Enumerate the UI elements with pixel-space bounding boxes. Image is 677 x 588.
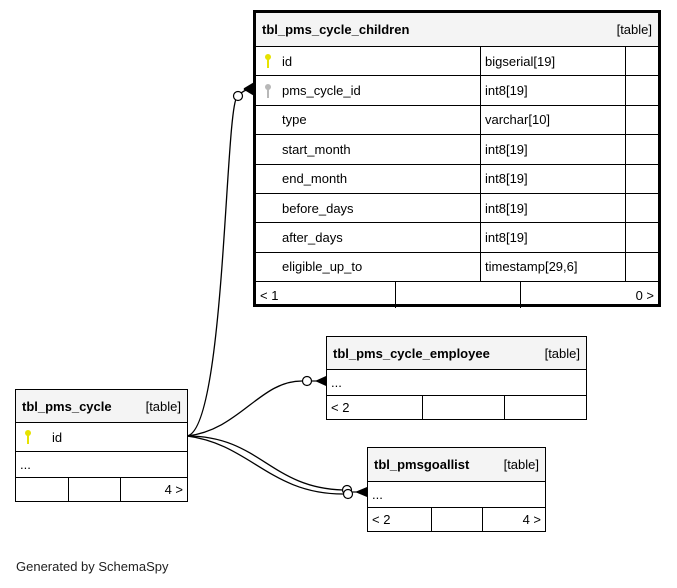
column-row[interactable]: end_month int8[19] bbox=[256, 163, 658, 193]
ellipsis: ... bbox=[20, 457, 31, 472]
table-header: tbl_pms_cycle [table] bbox=[16, 390, 187, 422]
column-name: before_days bbox=[282, 200, 354, 216]
zero-marker-employee bbox=[301, 375, 313, 387]
table-tbl-pms-cycle[interactable]: tbl_pms_cycle [table] id ... 4 > bbox=[15, 389, 188, 502]
column-type: int8[19] bbox=[481, 135, 626, 164]
table-name[interactable]: tbl_pms_cycle_children bbox=[262, 22, 410, 37]
relationship-line-goallist-1 bbox=[186, 435, 344, 491]
column-extra bbox=[626, 165, 658, 193]
column-type: int8[19] bbox=[481, 193, 626, 223]
column-extra bbox=[626, 47, 658, 75]
column-name: type bbox=[282, 112, 307, 128]
column-type: varchar[10] bbox=[481, 105, 626, 135]
column-row[interactable]: id bigserial[19] bbox=[256, 46, 658, 76]
primary-key-icon bbox=[264, 53, 274, 69]
column-row[interactable]: before_days int8[19] bbox=[256, 192, 658, 223]
column-extra bbox=[626, 253, 658, 281]
children-count[interactable] bbox=[505, 396, 586, 419]
table-kind: [table] bbox=[503, 457, 539, 472]
parents-count[interactable]: < 1 bbox=[256, 282, 396, 309]
children-count[interactable]: 0 > bbox=[635, 287, 654, 303]
parents-count[interactable]: < 2 bbox=[368, 508, 432, 531]
column-type: bigserial[19] bbox=[481, 47, 626, 76]
ellipsis-row: ... bbox=[327, 369, 586, 395]
ellipsis: ... bbox=[372, 487, 383, 502]
table-tbl-pms-cycle-children[interactable]: tbl_pms_cycle_children [table] id bigseri… bbox=[253, 10, 661, 309]
ellipsis: ... bbox=[331, 375, 342, 390]
table-name[interactable]: tbl_pms_cycle bbox=[22, 398, 112, 414]
column-name: start_month bbox=[282, 141, 351, 157]
table-header: tbl_pmsgoallist [table] bbox=[368, 448, 545, 481]
row-count bbox=[432, 508, 483, 531]
column-type: int8[19] bbox=[481, 223, 626, 252]
column-name: after_days bbox=[282, 230, 343, 246]
ellipsis-row: ... bbox=[16, 451, 187, 477]
ellipsis-row: ... bbox=[368, 481, 545, 507]
column-row[interactable]: start_month int8[19] bbox=[256, 134, 658, 164]
column-row[interactable]: type varchar[10] bbox=[256, 104, 658, 135]
relationship-line-children bbox=[186, 96, 238, 437]
foreign-key-icon bbox=[264, 83, 274, 99]
column-name: eligible_up_to bbox=[282, 259, 363, 275]
table-footer: < 2 4 > bbox=[368, 507, 545, 531]
column-extra bbox=[626, 106, 658, 134]
column-name: pms_cycle_id bbox=[282, 83, 361, 99]
column-extra bbox=[626, 223, 658, 251]
table-name[interactable]: tbl_pmsgoallist bbox=[374, 457, 470, 472]
column-type: int8[19] bbox=[481, 76, 626, 105]
zero-marker-goallist-2 bbox=[342, 488, 354, 500]
column-row[interactable]: eligible_up_to timestamp[29,6] bbox=[256, 251, 658, 282]
children-count[interactable]: 4 > bbox=[164, 482, 183, 497]
table-tbl-pms-cycle-employee[interactable]: tbl_pms_cycle_employee [table] ... < 2 bbox=[326, 336, 587, 420]
table-footer: 4 > bbox=[16, 477, 187, 501]
column-row[interactable]: after_days int8[19] bbox=[256, 222, 658, 252]
table-footer: < 2 bbox=[327, 395, 586, 419]
column-type: int8[19] bbox=[481, 164, 626, 193]
generated-by-label: Generated by SchemaSpy bbox=[16, 559, 169, 574]
relationship-line-goallist-2 bbox=[186, 435, 344, 495]
primary-key-icon bbox=[24, 429, 34, 445]
parents-count[interactable] bbox=[16, 478, 69, 501]
children-count[interactable]: 4 > bbox=[522, 512, 541, 527]
column-row[interactable]: pms_cycle_id int8[19] bbox=[256, 75, 658, 105]
row-count bbox=[69, 478, 121, 501]
zero-marker-children bbox=[232, 90, 244, 102]
column-extra bbox=[626, 135, 658, 163]
table-footer: < 1 0 > bbox=[256, 281, 658, 309]
relationship-line-employee bbox=[186, 380, 304, 437]
row-count bbox=[423, 396, 505, 419]
table-name[interactable]: tbl_pms_cycle_employee bbox=[333, 345, 490, 361]
column-row[interactable]: id bbox=[16, 422, 187, 451]
column-name: id bbox=[52, 429, 63, 445]
column-type: timestamp[29,6] bbox=[481, 252, 626, 282]
table-tbl-pmsgoallist[interactable]: tbl_pmsgoallist [table] ... < 2 4 > bbox=[367, 447, 546, 532]
table-header: tbl_pms_cycle_children [table] bbox=[256, 13, 658, 46]
column-extra bbox=[626, 76, 658, 104]
column-extra bbox=[626, 194, 658, 222]
parents-count[interactable]: < 2 bbox=[327, 396, 423, 419]
row-count bbox=[396, 282, 521, 309]
column-name: id bbox=[282, 53, 293, 69]
column-name: end_month bbox=[282, 171, 348, 187]
table-header: tbl_pms_cycle_employee [table] bbox=[327, 337, 586, 369]
table-kind: [table] bbox=[616, 22, 652, 37]
table-kind: [table] bbox=[145, 398, 181, 414]
table-kind: [table] bbox=[544, 345, 580, 361]
